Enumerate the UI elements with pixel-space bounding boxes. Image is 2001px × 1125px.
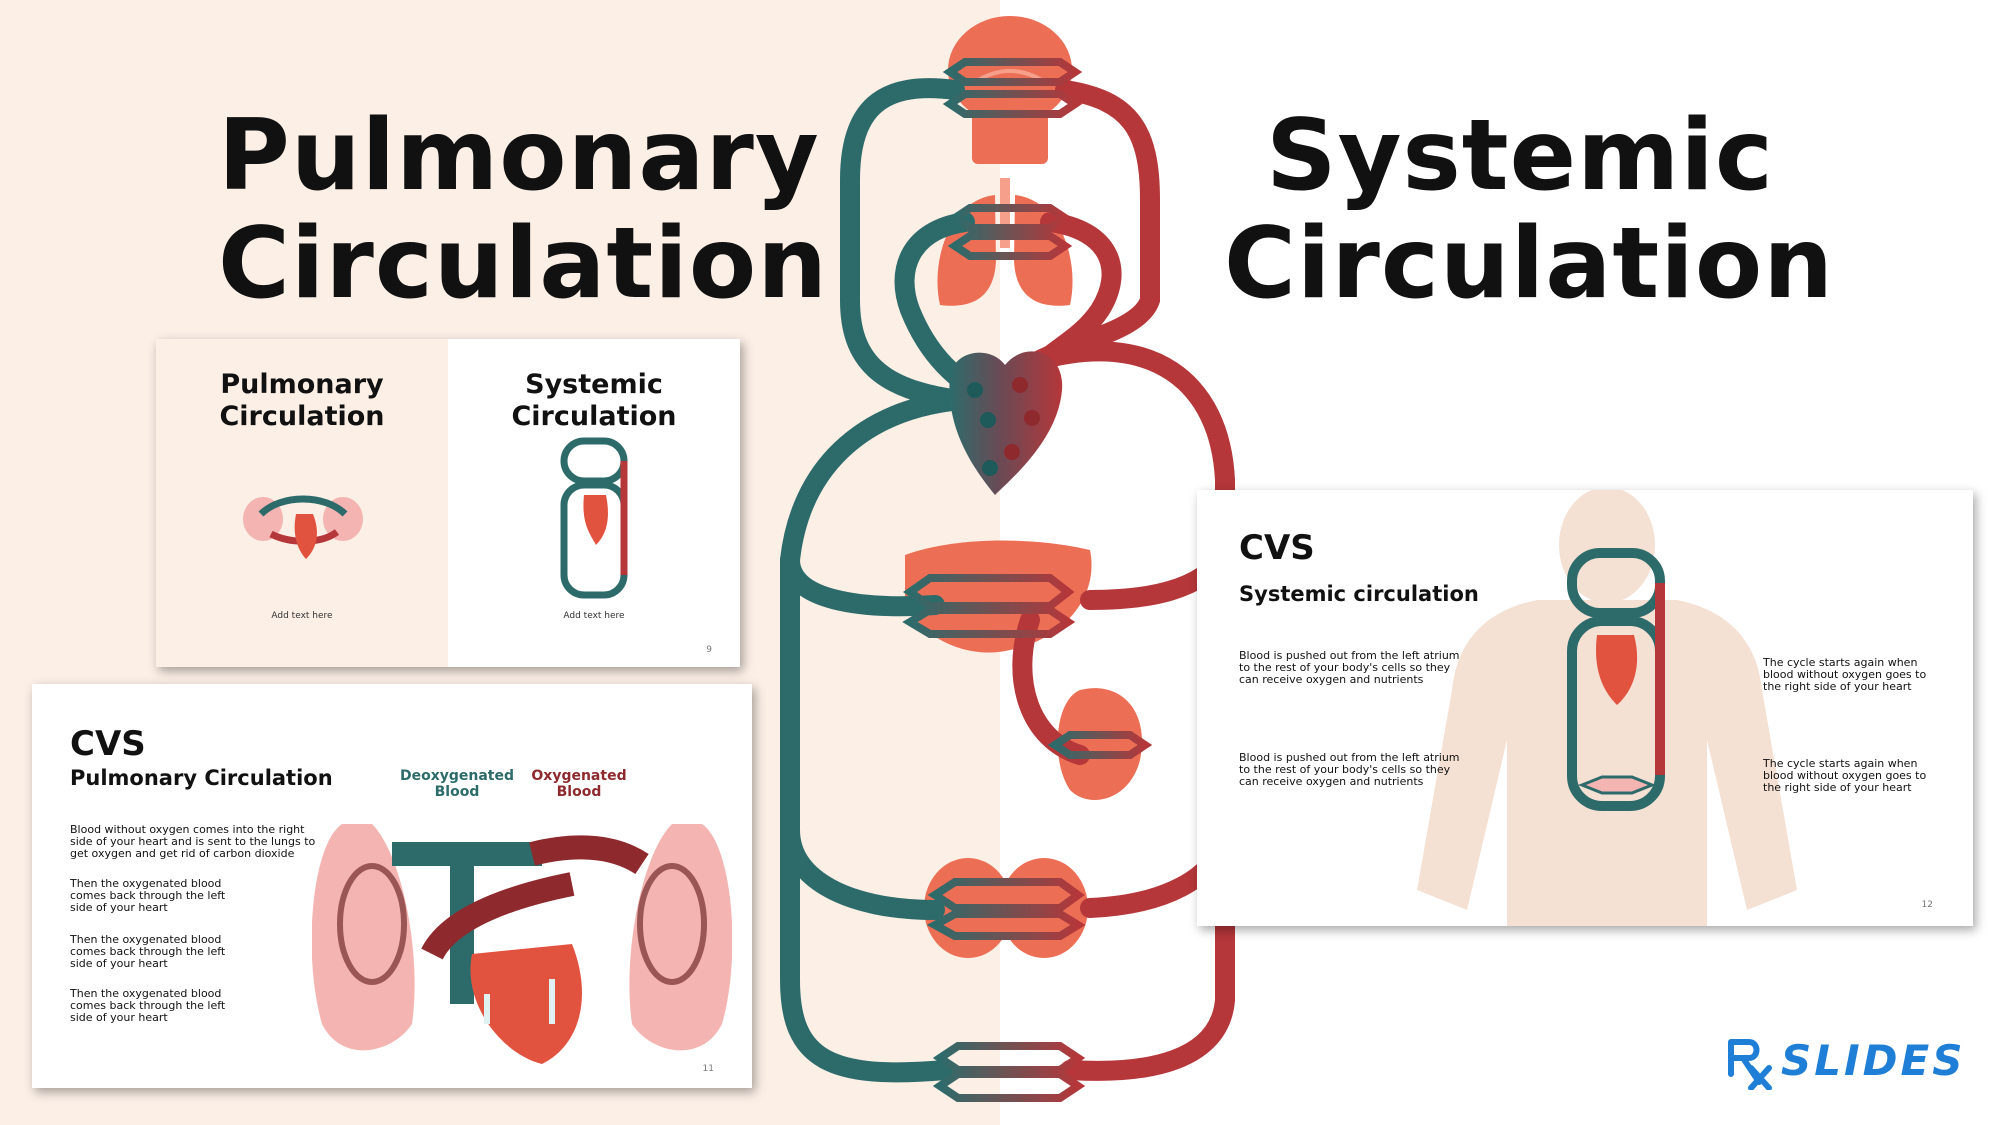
- slide12-rp1-line-2: blood without oxygen goes to: [1763, 668, 1927, 681]
- rx-slides-logo: SLIDES: [1725, 1038, 1975, 1090]
- slide11-p4-line-1: Then the oxygenated blood: [70, 987, 222, 1000]
- systemic-circulation-title: Systemic Circulation: [1224, 102, 1834, 318]
- slide9-systemic-title: Systemic Circulation: [448, 369, 740, 433]
- slide9-left-title-line-1: Pulmonary: [220, 369, 384, 400]
- slide11-p2-line-1: Then the oxygenated blood: [70, 877, 222, 890]
- slide11-heading: CVS: [70, 724, 146, 764]
- slide12-lp1-line-1: Blood is pushed out from the left atrium: [1239, 649, 1460, 662]
- slide9-systemic-illustration: [560, 437, 628, 599]
- slide9-right-title-line-2: Circulation: [511, 401, 677, 432]
- slide12-left-paragraph-2: Blood is pushed out from the left atrium…: [1239, 752, 1460, 788]
- heart-organ: [949, 351, 1063, 495]
- pulmonary-title-line-1: Pulmonary: [218, 99, 820, 213]
- slide11-p4-line-2: comes back through the left: [70, 999, 226, 1012]
- systemic-title-line-2: Circulation: [1224, 207, 1834, 321]
- rx-icon: [1728, 1039, 1772, 1090]
- slide11-paragraph-3: Then the oxygenated blood comes back thr…: [70, 934, 225, 970]
- slide9-pulmonary-title: Pulmonary Circulation: [156, 369, 448, 433]
- pulmonary-circulation-title: Pulmonary Circulation: [218, 102, 828, 318]
- slide9-left-half: [156, 339, 448, 667]
- legend-deoxygenated-line-1: Deoxygenated: [399, 768, 515, 784]
- slide12-left-paragraph-1: Blood is pushed out from the left atrium…: [1239, 650, 1460, 686]
- slide11-paragraph-1: Blood without oxygen comes into the righ…: [70, 824, 315, 860]
- slide11-p2-line-2: comes back through the left: [70, 889, 226, 902]
- slide12-lp1-line-3: can receive oxygen and nutrients: [1239, 673, 1424, 686]
- legend-oxygenated-line-1: Oxygenated: [531, 768, 627, 784]
- capillary-bed-brain: [942, 58, 1083, 118]
- slide-thumbnail-12[interactable]: CVS Systemic circulation Blood is pushed…: [1197, 490, 1973, 926]
- slide12-rp1-line-3: the right side of your heart: [1763, 680, 1912, 693]
- slide12-rp2-line-3: the right side of your heart: [1763, 781, 1912, 794]
- slide11-p1-line-1: Blood without oxygen comes into the righ…: [70, 823, 305, 836]
- slide9-number: 9: [706, 645, 712, 655]
- slide11-p3-line-3: side of your heart: [70, 957, 168, 970]
- slide12-number: 12: [1921, 900, 1933, 910]
- pulmonary-title-line-2: Circulation: [218, 207, 828, 321]
- capillary-bed-stomach: [1047, 731, 1153, 759]
- systemic-title-line-1: Systemic: [1266, 99, 1774, 213]
- capillary-bed-lower-body: [932, 1042, 1086, 1102]
- slide11-paragraph-4: Then the oxygenated blood comes back thr…: [70, 988, 225, 1024]
- slide11-p4-line-3: side of your heart: [70, 1011, 168, 1024]
- slide12-systemic-illustration: [1567, 548, 1665, 811]
- slide11-paragraph-2: Then the oxygenated blood comes back thr…: [70, 878, 225, 914]
- liver-organ: [905, 540, 1092, 653]
- slide11-number: 11: [702, 1064, 714, 1074]
- slide12-subheading: Systemic circulation: [1239, 582, 1479, 606]
- legend-deoxygenated-line-2: Blood: [434, 784, 480, 800]
- capillary-bed-lungs: [947, 204, 1073, 260]
- slide11-p1-line-3: get oxygen and get rid of carbon dioxide: [70, 847, 295, 860]
- slide-thumbnail-9[interactable]: Pulmonary Circulation Systemic Circulati…: [156, 339, 740, 667]
- slide9-left-title-line-2: Circulation: [219, 401, 385, 432]
- slide11-subheading: Pulmonary Circulation: [70, 766, 333, 790]
- slide9-right-title-line-1: Systemic: [525, 369, 663, 400]
- slide9-right-caption[interactable]: Add text here: [563, 611, 625, 621]
- slide11-p3-line-2: comes back through the left: [70, 945, 226, 958]
- legend-oxygenated: Oxygenated Blood: [524, 768, 634, 800]
- legend-deoxygenated: Deoxygenated Blood: [392, 768, 522, 800]
- capillary-bed-kidneys: [926, 878, 1086, 940]
- slide12-right-paragraph-1: The cycle starts again when blood withou…: [1763, 657, 1926, 693]
- slide11-heart-lungs-illustration: [312, 824, 732, 1064]
- stomach-organ: [1057, 688, 1142, 800]
- slide12-rp2-line-1: The cycle starts again when: [1763, 757, 1918, 770]
- slide12-body-silhouette: [1417, 490, 1797, 926]
- slide12-heading: CVS: [1239, 528, 1315, 568]
- oxygenated-vessels: [1012, 80, 1235, 1081]
- slide12-right-paragraph-2: The cycle starts again when blood withou…: [1763, 758, 1926, 794]
- slide11-p1-line-2: side of your heart and is sent to the lu…: [70, 835, 316, 848]
- slide9-pulmonary-illustration: [243, 495, 363, 559]
- slide12-rp2-line-2: blood without oxygen goes to: [1763, 769, 1927, 782]
- slide12-lp2-line-1: Blood is pushed out from the left atrium: [1239, 751, 1460, 764]
- slide12-rp1-line-1: The cycle starts again when: [1763, 656, 1918, 669]
- capillary-bed-liver: [902, 574, 1076, 638]
- slide12-lp2-line-2: to the rest of your body's cells so they: [1239, 763, 1451, 776]
- logo-text: SLIDES: [1781, 1036, 1966, 1085]
- slide12-lp2-line-3: can receive oxygen and nutrients: [1239, 775, 1424, 788]
- slide11-p3-line-1: Then the oxygenated blood: [70, 933, 222, 946]
- slide11-p2-line-3: side of your heart: [70, 901, 168, 914]
- slide-thumbnail-11[interactable]: CVS Pulmonary Circulation Deoxygenated B…: [32, 684, 752, 1088]
- legend-oxygenated-line-2: Blood: [556, 784, 602, 800]
- slide9-left-caption[interactable]: Add text here: [271, 611, 333, 621]
- slide12-lp1-line-2: to the rest of your body's cells so they: [1239, 661, 1451, 674]
